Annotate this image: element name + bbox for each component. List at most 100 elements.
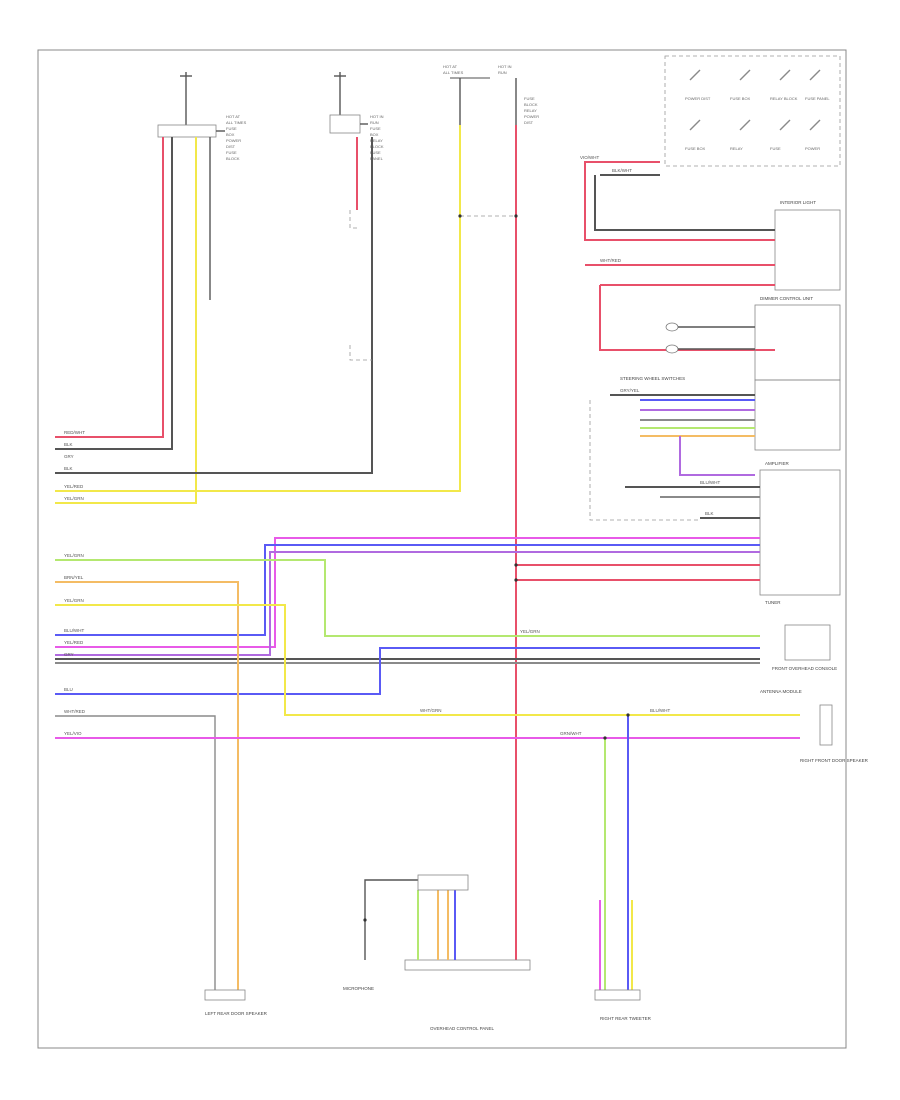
dimmer-label: DIMMER CONTROL UNIT (760, 296, 813, 301)
legend-2: FUSE BOX (730, 96, 751, 101)
legend-8: POWER (805, 146, 820, 151)
wire-yellow-mid (55, 604, 800, 716)
svg-text:FUSE: FUSE (226, 126, 237, 131)
wire-label-23: GRN/WHT (560, 731, 582, 736)
microphone-label: MICROPHONE (343, 986, 374, 991)
top-right-legend: POWER DIST FUSE BOX RELAY BLOCK FUSE PAN… (664, 55, 841, 167)
wire-label-1: RED/WHT (64, 430, 85, 435)
legend-6: RELAY (730, 146, 743, 151)
legend-7: FUSE (770, 146, 781, 151)
legend-4: FUSE PANEL (805, 96, 830, 101)
svg-text:BOX: BOX (370, 132, 379, 137)
svg-text:DIST: DIST (524, 120, 534, 125)
middle-feed-labels: HOT IN RUN FUSE BOX RELAY BLOCK FUSE PAN… (370, 114, 384, 161)
left-rear-speaker-label: LEFT REAR DOOR SPEAKER (205, 1011, 268, 1016)
overhead-control-panel: OVERHEAD CONTROL PANEL MICROPHONE (343, 874, 531, 1031)
wire-label-5: YEL/RED (64, 484, 84, 489)
wire-label-15: YEL/VIO (64, 731, 82, 736)
wire-green-bus (55, 559, 760, 637)
right-rear-tweeter: RIGHT REAR TWEETER (594, 989, 652, 1021)
svg-text:DIST: DIST (226, 144, 236, 149)
wire-label-4: BLK (64, 466, 73, 471)
right-front-door-speaker: RIGHT FRONT DOOR SPEAKER (800, 704, 869, 763)
svg-text:HOT IN: HOT IN (370, 114, 384, 119)
wire-label-12: GRY (64, 652, 74, 657)
left-feed-labels: HOT AT ALL TIMES FUSE BOX POWER DIST FUS… (226, 114, 247, 161)
wire-label-8: BRN/YEL (64, 575, 84, 580)
svg-text:BLOCK: BLOCK (524, 102, 538, 107)
steering-label: STEERING WHEEL SWITCHES (620, 376, 685, 381)
svg-text:POWER: POWER (524, 114, 539, 119)
legend-3: RELAY BLOCK (770, 96, 798, 101)
dimmer-block: DIMMER CONTROL UNIT (665, 296, 841, 381)
svg-text:FUSE: FUSE (226, 150, 237, 155)
wire-yellow-center (55, 125, 461, 492)
wire-label-18: WHT/RED (600, 258, 622, 263)
wire-label-6: YEL/GRN (64, 496, 84, 501)
wire-blue-low (55, 647, 760, 695)
amplifier-block: AMPLIFIER TUNER (589, 400, 841, 605)
wire-label-24: BLU/WHT (650, 708, 671, 713)
svg-text:POWER: POWER (226, 138, 241, 143)
overhead-control-label: OVERHEAD CONTROL PANEL (430, 1026, 495, 1031)
steering-switch-block: STEERING WHEEL SWITCHES (610, 376, 841, 476)
svg-text:BOX: BOX (226, 132, 235, 137)
wire-label-19: GRY/YEL (620, 388, 640, 393)
wire-label-10: BLU/WHT (64, 628, 85, 633)
legend-5: FUSE BOX (685, 146, 706, 151)
interior-light-block: INTERIOR LIGHT (584, 161, 841, 351)
wire-label-13: BLU (64, 687, 73, 692)
svg-text:RELAY: RELAY (524, 108, 537, 113)
wire-label-3: GRY (64, 454, 74, 459)
diagram-frame (37, 49, 847, 1049)
wire-red-left (55, 137, 164, 438)
wire-label-20: BLU/WHT (700, 480, 721, 485)
svg-text:BLOCK: BLOCK (226, 156, 240, 161)
left-rear-door-speaker: LEFT REAR DOOR SPEAKER (204, 989, 268, 1016)
svg-text:PANEL: PANEL (370, 156, 384, 161)
svg-text:HOT IN: HOT IN (498, 64, 512, 69)
svg-text:FUSE: FUSE (370, 150, 381, 155)
front-overhead-console: FRONT OVERHEAD CONSOLE ANTENNA MODULE (760, 624, 837, 694)
svg-text:BLOCK: BLOCK (370, 144, 384, 149)
wire-black-middle (55, 137, 373, 474)
tuner-label: TUNER (765, 600, 781, 605)
svg-text:RELAY: RELAY (370, 138, 383, 143)
wire-label-9: YEL/GRN (64, 598, 84, 603)
svg-text:ALL TIMES: ALL TIMES (443, 70, 464, 75)
front-overhead-label: FRONT OVERHEAD CONSOLE (772, 666, 837, 671)
wire-label-16: VIO/WHT (580, 155, 599, 160)
center-feed: HOT AT ALL TIMES HOT IN RUN FUSE BLOCK R… (443, 64, 539, 125)
svg-text:FUSE: FUSE (524, 96, 535, 101)
wire-label-25: WHT/GRN (420, 708, 442, 713)
wire-label-14: WHT/RED (64, 709, 86, 714)
wire-label-7: YEL/GRN (64, 553, 84, 558)
wire-yellow-left (55, 137, 197, 504)
wire-label-21: BLK (705, 511, 714, 516)
right-rear-tweeter-label: RIGHT REAR TWEETER (600, 1016, 652, 1021)
interior-light-label: INTERIOR LIGHT (780, 200, 816, 205)
left-power-feed (157, 72, 225, 138)
right-front-speaker-label: RIGHT FRONT DOOR SPEAKER (800, 758, 869, 763)
svg-text:RUN: RUN (370, 120, 379, 125)
wire-label-17: BLK/WHT (612, 168, 632, 173)
svg-text:HOT AT: HOT AT (226, 114, 241, 119)
wire-violet-bus (55, 551, 760, 656)
wire-labels: RED/WHT BLK GRY BLK YEL/RED YEL/GRN YEL/… (64, 155, 721, 736)
wire-brown-yellow (55, 581, 239, 990)
wire-label-11: YEL/RED (64, 640, 84, 645)
middle-power-feed (329, 72, 368, 134)
svg-text:FUSE: FUSE (370, 126, 381, 131)
antenna-label: ANTENNA MODULE (760, 689, 802, 694)
svg-text:HOT AT: HOT AT (443, 64, 458, 69)
wire-black-left-1 (55, 137, 173, 450)
legend-1: POWER DIST (685, 96, 711, 101)
wire-magenta-bus (55, 537, 760, 648)
wire-white (55, 715, 216, 990)
wire-label-2: BLK (64, 442, 73, 447)
svg-text:RUN: RUN (498, 70, 507, 75)
amplifier-label: AMPLIFIER (765, 461, 790, 466)
wire-blue-bus (55, 544, 760, 636)
junction-nodes (363, 214, 630, 922)
